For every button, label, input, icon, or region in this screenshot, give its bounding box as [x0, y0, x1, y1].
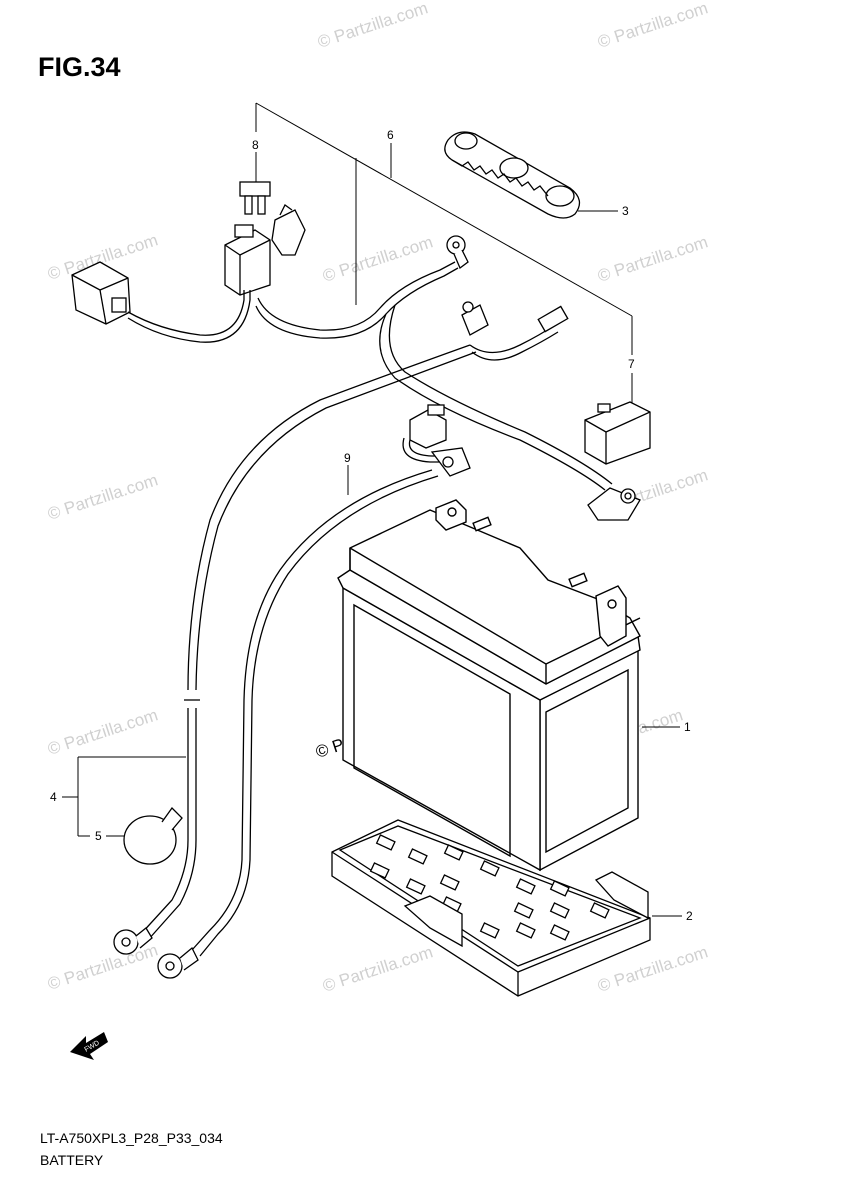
branch-connector — [461, 301, 569, 361]
callouts: 8 6 3 7 9 1 2 4 5 — [50, 128, 693, 923]
fuse-holder — [224, 204, 306, 296]
coupler-left — [71, 261, 131, 325]
watermark: © Partzilla.com — [320, 942, 435, 995]
callout-9: 9 — [344, 451, 351, 465]
callout-7: 7 — [628, 357, 635, 371]
watermark: © Partzilla.com — [320, 232, 435, 285]
watermark: © Partzilla.com — [315, 0, 430, 52]
callout-2: 2 — [686, 909, 693, 923]
watermark: © Partzilla.com — [595, 0, 710, 52]
callout-5: 5 — [95, 829, 102, 843]
part-4-cable — [113, 344, 477, 955]
callout-8: 8 — [252, 138, 259, 152]
leader-bracket-diagonal — [255, 102, 633, 317]
part-1-battery — [337, 499, 641, 872]
watermark: © Partzilla.com — [45, 705, 160, 758]
part-6-harness — [127, 235, 641, 521]
forward-arrow-icon: FWD — [70, 1032, 108, 1060]
watermark: © Partzilla.com — [595, 232, 710, 285]
section-name: BATTERY — [40, 1152, 104, 1168]
part-2-tray — [331, 819, 651, 997]
callout-6: 6 — [387, 128, 394, 142]
part-7-relay — [584, 401, 651, 465]
part-9-cable — [157, 404, 471, 979]
callout-1: 1 — [684, 720, 691, 734]
watermark: © Partzilla.com — [45, 940, 160, 993]
watermark: © Partzilla.com — [45, 470, 160, 523]
part-3-cover — [444, 131, 581, 219]
figure-label: FIG.34 — [38, 52, 121, 82]
leader-lines — [62, 102, 682, 917]
callout-3: 3 — [622, 204, 629, 218]
drawing-code: LT-A750XPL3_P28_P33_034 — [40, 1130, 223, 1146]
part-8-fuse — [239, 181, 271, 215]
part-5-boot — [123, 806, 183, 865]
callout-4: 4 — [50, 790, 57, 804]
